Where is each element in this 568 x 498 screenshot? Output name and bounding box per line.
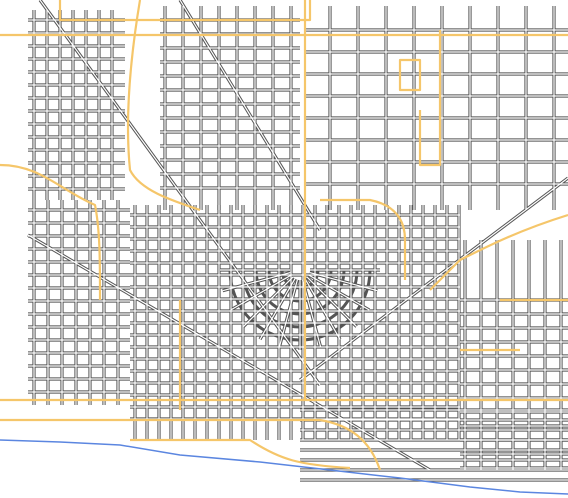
major-road-west [0, 163, 102, 301]
major-roads-layer [0, 0, 568, 471]
coastline-layer [0, 439, 568, 495]
major-road-coastal [0, 418, 382, 471]
plaza-radial-street-fill [308, 274, 370, 311]
major-road-waterfront [130, 438, 351, 470]
diagonal-avenue-north-fill [179, 0, 321, 231]
plaza-radial-street-fill [222, 272, 291, 292]
plaza-radial-street-fill [230, 274, 292, 311]
diagonal-avenue-east-fill [299, 177, 568, 381]
major-road-loop [398, 58, 422, 92]
diagonal-avenue-south-west-fill [27, 234, 431, 471]
major-road-east-loop [418, 30, 442, 167]
coastline [0, 439, 568, 495]
plaza-radial-street-fill [306, 276, 357, 327]
major-road-curve-west [126, 0, 201, 212]
plaza-radial-street-fill [243, 276, 294, 327]
major-road-bend [320, 198, 407, 280]
diagonal-avenue-north-west-fill [39, 0, 321, 386]
plaza-radial-street-fill [259, 278, 296, 340]
major-road-north [58, 0, 312, 22]
plaza-radial-street-fill [304, 278, 341, 340]
major-road-east [429, 213, 568, 291]
plaza-radial-street-fill [309, 272, 378, 292]
plaza-radial-street-fill [278, 279, 298, 348]
